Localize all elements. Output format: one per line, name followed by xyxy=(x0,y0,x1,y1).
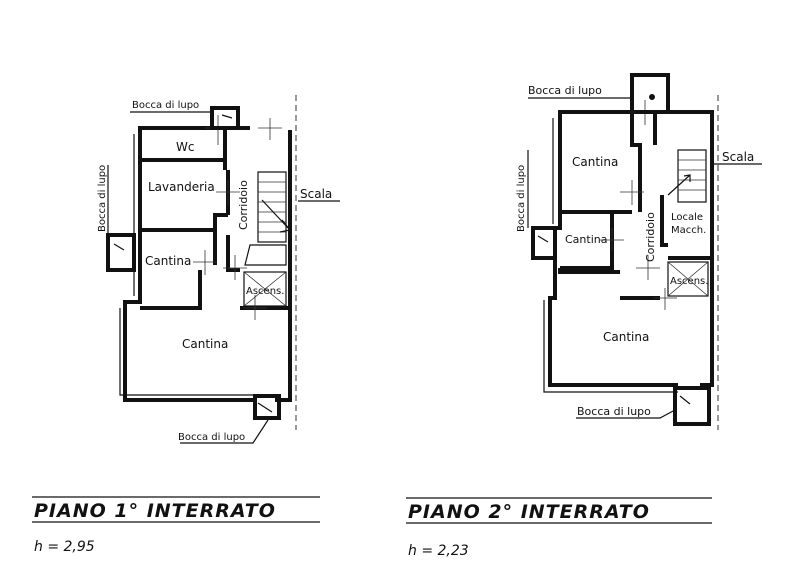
plan2-outer-wall-inner xyxy=(543,118,678,393)
plan2-bocca-top-label: Bocca di lupo xyxy=(528,84,602,97)
plan1-height: h = 2,95 xyxy=(34,539,95,555)
plan1-cantina-large-label: Cantina xyxy=(182,337,228,351)
plan1-bocca-top-label: Bocca di lupo xyxy=(132,100,199,111)
plan2-bocca-left-label: Bocca di lupo xyxy=(516,165,527,232)
plan2-bocca-bottom-box xyxy=(576,386,711,426)
plan2-bocca-top-box xyxy=(528,73,670,114)
plan1-title: PIANO 1° INTERRATO xyxy=(34,500,276,522)
plan2-corridoio-label: Corridoio xyxy=(644,212,657,262)
plan2-stair xyxy=(667,149,707,203)
plan1-lavanderia-label: Lavanderia xyxy=(148,180,215,194)
plan2-corridor-walls xyxy=(620,112,712,300)
plan1-cantina-small-walls xyxy=(140,230,217,310)
plan2-cantina-large-label: Cantina xyxy=(603,330,649,344)
plan2-scala-label: Scala xyxy=(722,150,754,164)
plan2-ascens-label: Ascens. xyxy=(670,276,708,287)
plan1-elevator xyxy=(243,271,287,307)
plan1-scala-label: Scala xyxy=(300,187,332,201)
plan1-wc-walls xyxy=(140,130,227,170)
plan2-bocca-left-box xyxy=(527,150,557,260)
plan2-macch-label: Macch. xyxy=(671,225,706,236)
plan1-bocca-left-label: Bocca di lupo xyxy=(97,165,108,232)
plan1-bocca-bottom-box xyxy=(180,394,281,444)
plan2-cantina-top-walls xyxy=(560,112,642,214)
plan1-ascens-label: Ascens. xyxy=(246,286,284,297)
plan2-title: PIANO 2° INTERRATO xyxy=(408,501,650,523)
plan1-bocca-left-box xyxy=(106,165,136,272)
plan2-height: h = 2,23 xyxy=(408,543,469,559)
plan1-cantina-small-label: Cantina xyxy=(145,254,191,268)
plan1-bocca-bottom-label: Bocca di lupo xyxy=(178,432,245,443)
plan2-cantina-mid-label: Cantina xyxy=(565,233,607,246)
plan2-elevator xyxy=(667,261,709,297)
plan1-wc-label: Wc xyxy=(176,140,194,154)
plan2-cantina-top-label: Cantina xyxy=(572,155,618,169)
plan-2: Bocca di lupo Bocca di lupo Bocca di lup… xyxy=(406,73,762,559)
plan-1: Bocca di lupo Bocca di lupo Bocca di lup… xyxy=(32,95,340,555)
plan1-stair xyxy=(244,171,292,266)
plan2-outer-wall xyxy=(548,110,714,387)
plan1-bocca-top-box xyxy=(130,106,240,130)
plan1-corridoio-label: Corridoio xyxy=(237,180,250,230)
plan2-locale-label: Locale xyxy=(671,212,703,223)
plan2-bocca-bottom-label: Bocca di lupo xyxy=(577,405,651,418)
plan1-lavanderia-walls xyxy=(140,170,230,232)
